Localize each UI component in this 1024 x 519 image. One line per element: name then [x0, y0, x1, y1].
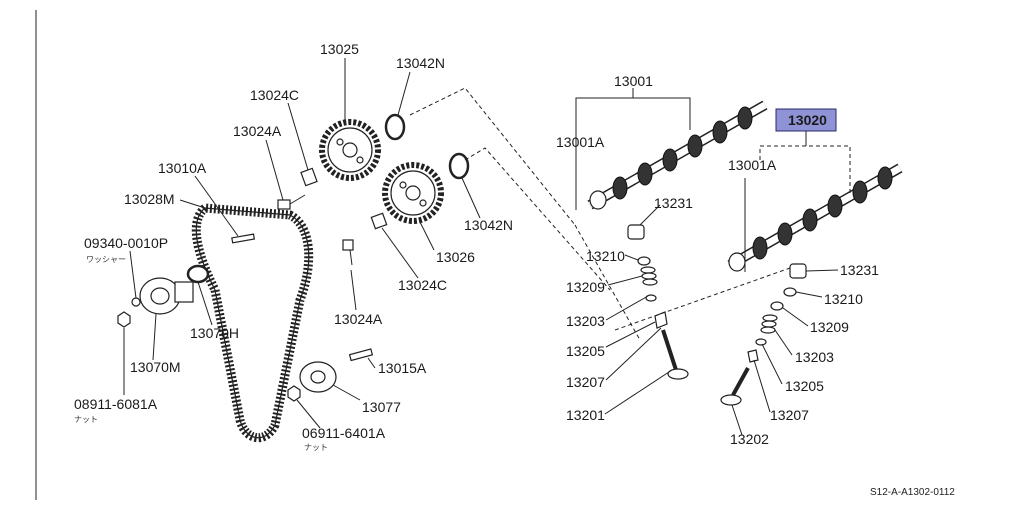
tensioner-spring[interactable]: [186, 264, 210, 284]
label-13028m: 13028M: [124, 191, 175, 207]
spring-left[interactable]: [640, 266, 658, 286]
reference-code: S12-A-A1302-0112: [870, 487, 955, 498]
oil-seal-upper[interactable]: [384, 113, 406, 141]
label-06911-6401a: 06911-6401A: [302, 425, 386, 441]
spring-right[interactable]: [760, 314, 778, 334]
timing-belt[interactable]: [191, 203, 314, 442]
label-13077: 13077: [362, 399, 401, 415]
align-line-lower: [464, 147, 611, 291]
label-13210-right: 13210: [824, 291, 863, 307]
tensioner-stud[interactable]: [231, 233, 256, 244]
label-09340-0010p: 09340-0010P: [84, 235, 168, 251]
label-13203-left: 13203: [566, 313, 605, 329]
leader-lines: [123, 58, 839, 436]
label-13042n-mid: 13042N: [464, 217, 513, 233]
camshaft-right[interactable]: [727, 163, 903, 272]
label-13026: 13026: [436, 249, 475, 265]
idler-pulley[interactable]: [299, 361, 337, 393]
seat-left[interactable]: [645, 294, 657, 302]
bolt-lower[interactable]: [342, 239, 354, 266]
label-13209-left: 13209: [566, 279, 605, 295]
label-13024c-mid: 13024C: [398, 277, 447, 293]
bolt-upper[interactable]: [277, 194, 306, 210]
keeper-right[interactable]: [770, 301, 784, 311]
label-09340-sub: ワッシャー: [86, 255, 126, 264]
nut-idler[interactable]: [287, 385, 301, 402]
lifter-left[interactable]: [627, 224, 645, 240]
label-13001a-left: 13001A: [556, 134, 605, 150]
label-13209-right: 13209: [810, 319, 849, 335]
label-13210-left: 13210: [586, 248, 625, 264]
nut-tensioner[interactable]: [117, 311, 131, 328]
label-13001: 13001: [614, 73, 653, 89]
label-13070m: 13070M: [130, 359, 181, 375]
idler-stud[interactable]: [348, 348, 374, 362]
oil-seal-lower[interactable]: [448, 152, 470, 180]
valve-intake[interactable]: [661, 329, 689, 380]
retainer-left[interactable]: [637, 256, 651, 266]
washer[interactable]: [131, 297, 141, 307]
label-13231-right: 13231: [840, 262, 879, 278]
label-13025: 13025: [320, 41, 359, 57]
camshaft-left[interactable]: [587, 100, 768, 210]
retainer-right[interactable]: [783, 287, 797, 297]
label-13024a-mid: 13024A: [334, 311, 383, 327]
label-13231-left: 13231: [654, 195, 693, 211]
valve-exhaust[interactable]: [720, 367, 750, 406]
label-13205-right: 13205: [785, 378, 824, 394]
label-13203-right: 13203: [795, 349, 834, 365]
label-06911-sub: ナット: [304, 443, 328, 452]
key-upper[interactable]: [300, 167, 318, 187]
key-lower[interactable]: [370, 212, 388, 230]
label-13207-left: 13207: [566, 374, 605, 390]
label-13205-left: 13205: [566, 343, 605, 359]
cam-sprocket-upper[interactable]: [319, 119, 381, 181]
align-line-upper: [409, 87, 576, 226]
seal-left[interactable]: [654, 311, 668, 329]
label-13201: 13201: [566, 407, 605, 423]
seal-right[interactable]: [747, 349, 759, 363]
label-13207-right: 13207: [770, 407, 809, 423]
label-13042n-top: 13042N: [396, 55, 445, 71]
label-13024a-top: 13024A: [233, 123, 282, 139]
tensioner-pulley[interactable]: [139, 277, 194, 315]
label-13001a-right: 13001A: [728, 157, 777, 173]
label-13010a: 13010A: [158, 160, 207, 176]
label-13070h: 13070H: [190, 325, 239, 341]
label-08911-6081a: 08911-6081A: [74, 396, 158, 412]
seat-right[interactable]: [755, 338, 767, 346]
label-13202: 13202: [730, 431, 769, 447]
label-13020: 13020: [788, 112, 827, 128]
label-13015a: 13015A: [378, 360, 427, 376]
label-13024c-top: 13024C: [250, 87, 299, 103]
cam-sprocket-lower[interactable]: [382, 162, 444, 224]
lifter-right[interactable]: [789, 263, 807, 279]
label-08911-sub: ナット: [74, 415, 98, 424]
